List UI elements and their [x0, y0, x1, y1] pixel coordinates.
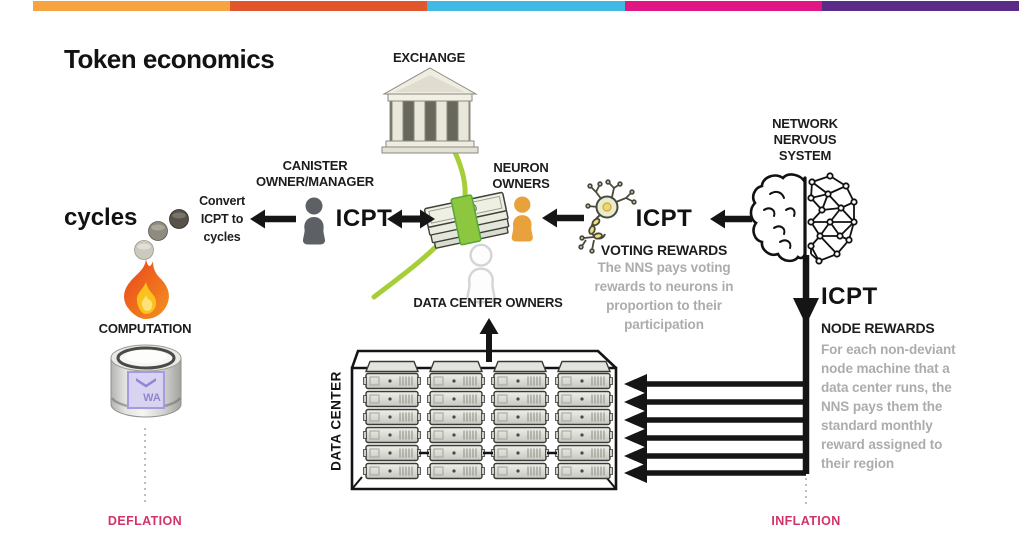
neuron-cell-icon [578, 179, 637, 254]
voting-rewards-title: VOTING REWARDS [600, 242, 728, 258]
nns-label: NETWORK NERVOUS SYSTEM [772, 116, 838, 163]
bar-segment-purple [821, 1, 1020, 11]
data-center-owners-label: DATA CENTER OWNERS [413, 295, 563, 310]
banknote-stack-icon [423, 191, 510, 249]
bar-segment-amber [33, 1, 231, 11]
neuron-owner-person-icon [511, 196, 533, 242]
data-center-box [350, 349, 618, 491]
cycles-coins-icon [134, 209, 189, 260]
brand-color-bar [33, 1, 1020, 11]
inflation-label: INFLATION [771, 514, 841, 528]
flame-icon [124, 259, 169, 319]
bank-icon [381, 67, 479, 154]
convert-icpt-label: Convert ICPT to cycles [199, 194, 245, 244]
node-rewards-title: NODE REWARDS [821, 320, 935, 336]
voting-rewards-body: The NNS pays voting rewards to neurons i… [594, 260, 734, 332]
exchange-label: EXCHANGE [392, 50, 466, 65]
brain-network-icon [749, 172, 858, 265]
canister-owner-person-icon [302, 197, 326, 245]
neuron-owners-label: NEURON OWNERS [492, 160, 550, 191]
wasm-badge: WA [127, 371, 165, 409]
data-center-label: DATA CENTER [328, 371, 344, 471]
node-rewards-arrows [624, 255, 819, 483]
flow-arrows [250, 208, 752, 362]
computation-label: COMPUTATION [98, 321, 192, 336]
dashed-guides [144, 428, 807, 505]
data-center-owner-person-icon [466, 243, 496, 304]
cycles-label: cycles [64, 204, 138, 231]
server-rack-icon [362, 360, 614, 480]
wa-badge-text: WA [143, 392, 161, 404]
icpt-voting-label: ICPT [635, 205, 693, 232]
node-rewards-body: For each non-deviant node machine that a… [821, 342, 956, 471]
deflation-label: DEFLATION [107, 514, 183, 528]
canister-owner-label: CANISTER OWNER/MANAGER [255, 158, 375, 189]
bar-segment-orange [230, 1, 428, 11]
bar-segment-blue [427, 1, 625, 11]
icpt-exchange-label: ICPT [335, 205, 393, 232]
bar-segment-magenta [624, 1, 822, 11]
canister-cylinder-icon: WA [110, 344, 182, 418]
icpt-node-label: ICPT [821, 283, 878, 310]
page-title: Token economics [64, 44, 275, 74]
